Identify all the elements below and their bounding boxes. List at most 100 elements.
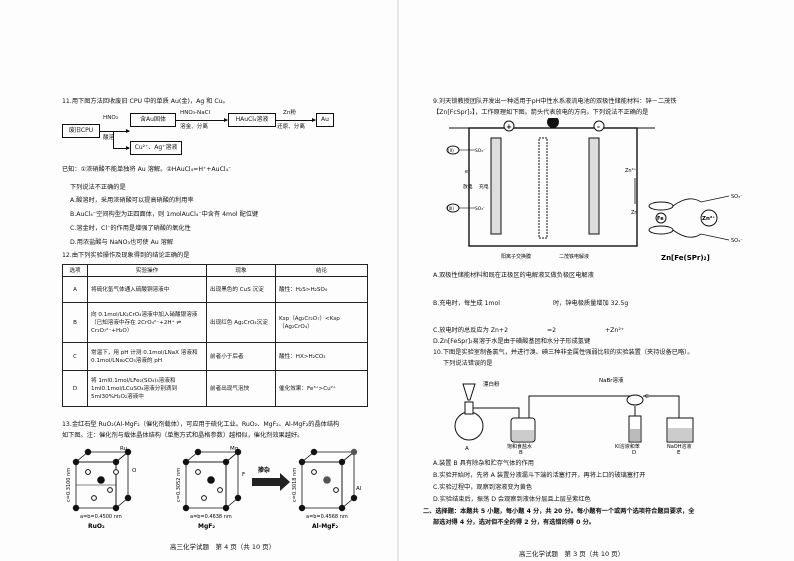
table-row: B 向 0.1mol/LK₂CrO₄溶液中加入硝酸银溶液（已知溶液中存在 2Cr… — [62, 302, 368, 343]
fc-molecule-top: (II) SO₃⁻ — [446, 145, 486, 155]
cell-option: B — [62, 302, 88, 343]
label-al: Al — [356, 486, 362, 492]
table-row: C 常温下，用 pH 计测 0.1mol/LNaX 溶液和 0.1mol/LNa… — [62, 342, 368, 371]
flow-branch — [113, 131, 114, 148]
flow-reagent3-top: Zn粉 — [283, 110, 296, 116]
cell-option: A — [62, 276, 88, 303]
battery-diagram: + - (II) SO₃⁻ e⁻ 放电 充电 (III) SO₃⁻ Zn²⁺ Z… — [446, 118, 743, 262]
q11-question: 下列说法不正确的是 — [70, 184, 126, 191]
flow-reagent3-bot: 还原、分离 — [277, 124, 305, 130]
cell-conclusion: 催化效果：Fe³⁺>Cu²⁺ — [275, 370, 368, 407]
section2-line2: 部选对得 4 分，选对但不全的得 2 分，有选错的得 0 分。 — [433, 519, 595, 526]
crystal-figure: Ru O c=0.3100 nm a=b=0.4500 nm RuO₂ Mg F… — [66, 446, 362, 530]
cell-conclusion: Ksp（Ag₂Cr₂O₇）<Ksp（Ag₂CrO₄） — [275, 302, 368, 343]
cell-operation: 将硫化氢气体通入硫酸铜溶液中 — [87, 276, 207, 303]
q13-stem-1: 13.金红石型 RuO₂(Al-MgF₂（催化剂载体），可应用于硫化工业。RuO… — [62, 421, 340, 428]
q9-option-d: D.Zn[FeSpr]₂易溶于水是由于磺酸基团和水分子形成氢键 — [433, 338, 591, 345]
cell-conclusion: 酸性：H₂S>H₂SO₄ — [275, 276, 368, 303]
label-zn: Zn — [631, 210, 638, 216]
flow-arrow-1 — [99, 129, 130, 133]
q11-known: 已知：①浓硝酸不能单独将 Au 溶解。②HAuCl₄=H⁺+AuCl₄⁻ — [62, 166, 232, 173]
section2-line1: 二、选择题：本题共 5 小题，每小题 4 分，共 20 分。每小题有一个或两个选… — [423, 508, 695, 515]
label-n3: Al-MgF₂ — [312, 523, 339, 530]
right-page: 9.刘天锁教授团队开发出一种适用于pH中性水系液流电池的双极性储能材料：锌－二茂… — [399, 0, 794, 561]
label-ru: Ru — [120, 446, 127, 452]
cell-phenomenon: 出现红色 Ag₂CrO₄沉淀 — [206, 302, 276, 343]
label-dope: 掺杂 — [258, 466, 270, 474]
label-a3: a=b=0.4568 nm — [306, 514, 348, 520]
flow-final: Au — [316, 113, 334, 127]
label-naoh: NaOH溶液 — [667, 443, 692, 450]
q10-option-a: A.装置 B 具有除杂和贮存气体的作用 — [433, 460, 534, 467]
rutile-cell-ruo2: Ru O c=0.3100 nm a=b=0.4500 nm RuO₂ — [66, 446, 137, 530]
flow-reagent2-bot: 溶金、分离 — [180, 124, 208, 130]
q10-option-c: C.实验过程中，观察到溶液变为黄色 — [433, 484, 533, 491]
label-a: A — [465, 446, 469, 452]
label-fe: Fe — [657, 216, 664, 222]
rutile-cell-mgf2: Mg F c=0.3052 nm a=b=0.4638 nm MgF₂ — [176, 446, 245, 530]
ferrocene-structure: Fe Zn²⁺ SO₃⁻ SO₃⁻ Zn[Fe(SPr)₂] — [648, 194, 743, 262]
tube-d: KI溶液和苯 D — [615, 415, 642, 454]
label-e: e⁻ — [465, 170, 471, 175]
q11-option-d: D.用浓盐酸与 NaNO₃也可使 Au 溶解 — [70, 239, 174, 246]
q10-stem-2: 下列说法错误的是 — [443, 360, 493, 367]
cell-operation: 常温下，用 pH 计测 0.1mol/LNaX 溶液和 0.1mol/LNa₂C… — [87, 342, 207, 371]
q9-option-c-3: +Zn²⁺ — [605, 327, 625, 334]
q11-option-b: B.AuCl₄⁻空间构型为正四面体，则 1molAuCl₄⁻中含有 4mol 配… — [70, 211, 259, 218]
page-gutter — [397, 0, 400, 561]
flask-a: 漂白粉 A — [454, 380, 500, 452]
q13-stem-2: 如下图。注：催化剂与载体晶体结构（单胞方式和晶格参数）越相似，催化剂效果越好。 — [62, 432, 304, 439]
q11-option-a: A.酸溶时，采用浓硝酸可以提高硝酸的利用率 — [70, 197, 194, 204]
th-option: 选项 — [62, 264, 88, 277]
label-bleach: 漂白粉 — [483, 380, 500, 388]
left-page: 11.用下图方法回收废旧 CPU 中的单质 Au(金)，Ag 和 Cu。 废旧C… — [62, 98, 368, 551]
label-so3-b: SO₃⁻ — [475, 206, 486, 212]
flow-reagent1-top: HNO₃ — [103, 115, 119, 121]
flow-arrow-3 — [275, 118, 316, 122]
q9-stem-1: 9.刘天锁教授团队开发出一种适用于pH中性水系液流电池的双极性储能材料：锌－二茂… — [433, 98, 677, 105]
cell-conclusion: 酸性：HX>H₂CO₃ — [275, 342, 368, 371]
label-n1: RuO₂ — [88, 523, 105, 530]
rutile-cell-al-mgf2: Al c=0.3018 nm a=b=0.4568 nm Al-MgF₂ — [292, 448, 362, 530]
label-e: E — [677, 450, 681, 454]
right-footer: 高三化学试题 第 3 页（共 10 页） — [519, 550, 625, 558]
label-c1: c=0.3100 nm — [66, 468, 72, 502]
table-row: A 将硫化氢气体通入硫酸铜溶液中 出现黑色的 CuS 沉淀 酸性：H₂S>H₂S… — [62, 276, 368, 303]
q9-option-a: A.双极性储能材料和既在正极区的电解液又做负极区电解液 — [433, 272, 594, 279]
label-c: C — [645, 394, 649, 400]
q10-stem-1: 10.下图是实验室制备氯气，并进行溴、碘三种非金属性强弱比较的实验装置（夹持设备… — [433, 349, 694, 356]
label-fe-iii: (III) — [447, 206, 454, 211]
tube-c: NaBr溶液 C — [599, 376, 649, 406]
flow-arrow-2 — [175, 118, 228, 122]
flow-product1: HAuCl₄溶液 — [228, 113, 276, 127]
label-plus: + — [506, 123, 512, 131]
table-row: D 将 1ml0.1mol/LFe₂(SO₄)₃溶液和 1ml0.1mol/LC… — [62, 370, 368, 407]
q9-stem-2: 【Zn[FcSpr]₂】，工作原理如下图。箭头代表放电的方向。下列说法不正确的是 — [433, 109, 649, 116]
label-electrolyte: 二茂铁电解液 — [559, 253, 589, 260]
label-a1: a=b=0.4500 nm — [80, 514, 122, 520]
cell-operation: 向 0.1mol/LK₂CrO₄溶液中加入硝酸银溶液（已知溶液中存在 2CrO₄… — [87, 302, 207, 343]
label-membrane: 阳离子交换膜 — [501, 253, 531, 260]
th-conclusion: 结论 — [275, 264, 368, 277]
apparatus-diagram: 漂白粉 A 饱和食盐水 B NaBr溶液 C KI溶液和苯 D NaOH溶液 — [454, 376, 694, 454]
cell-phenomenon: 出现黑色的 CuS 沉淀 — [206, 276, 276, 303]
cell-phenomenon: 前者出现气泡快 — [206, 370, 276, 407]
q9-option-c-1: C.放电时的总反应为 Zn+2 — [433, 327, 509, 334]
label-discharge: 放电 — [463, 183, 473, 190]
label-nabr: NaBr溶液 — [599, 376, 624, 384]
flow-reagent2-top: HNO₃-NaCl — [180, 110, 211, 116]
q11-stem: 11.用下图方法回收废旧 CPU 中的单质 Au(金)，Ag 和 Cu。 — [62, 98, 229, 105]
table-header-row: 选项 实验操作 现象 结论 — [62, 264, 368, 277]
q10-option-b: B.实验开始时，先将 A 装置分液漏斗下端的活塞打开，再将上口的玻璃塞打开 — [433, 472, 646, 479]
label-zn-ion: Zn²⁺ — [625, 168, 637, 174]
label-f: F — [242, 472, 245, 478]
q9-option-b-2: 时，锌电极质量增加 32.5g — [553, 300, 629, 307]
label-so3-a: SO₃⁻ — [475, 148, 486, 154]
left-footer: 高三化学试题 第 4 页（共 10 页） — [170, 543, 276, 551]
label-c2: c=0.3052 nm — [176, 468, 182, 502]
flow-start: 废旧CPU — [62, 124, 100, 138]
q12-stem: 12.由下列实验操作及现象得到的结论正确的是 — [62, 252, 190, 259]
flow-reagent1-bot: 酸溶 — [103, 135, 115, 141]
q10-option-d: D.实验结束后，振荡 D 会观察到液体分层且上层呈紫红色 — [433, 496, 591, 503]
flow-solution: Cu²⁺、Ag⁺溶液 — [130, 141, 182, 155]
